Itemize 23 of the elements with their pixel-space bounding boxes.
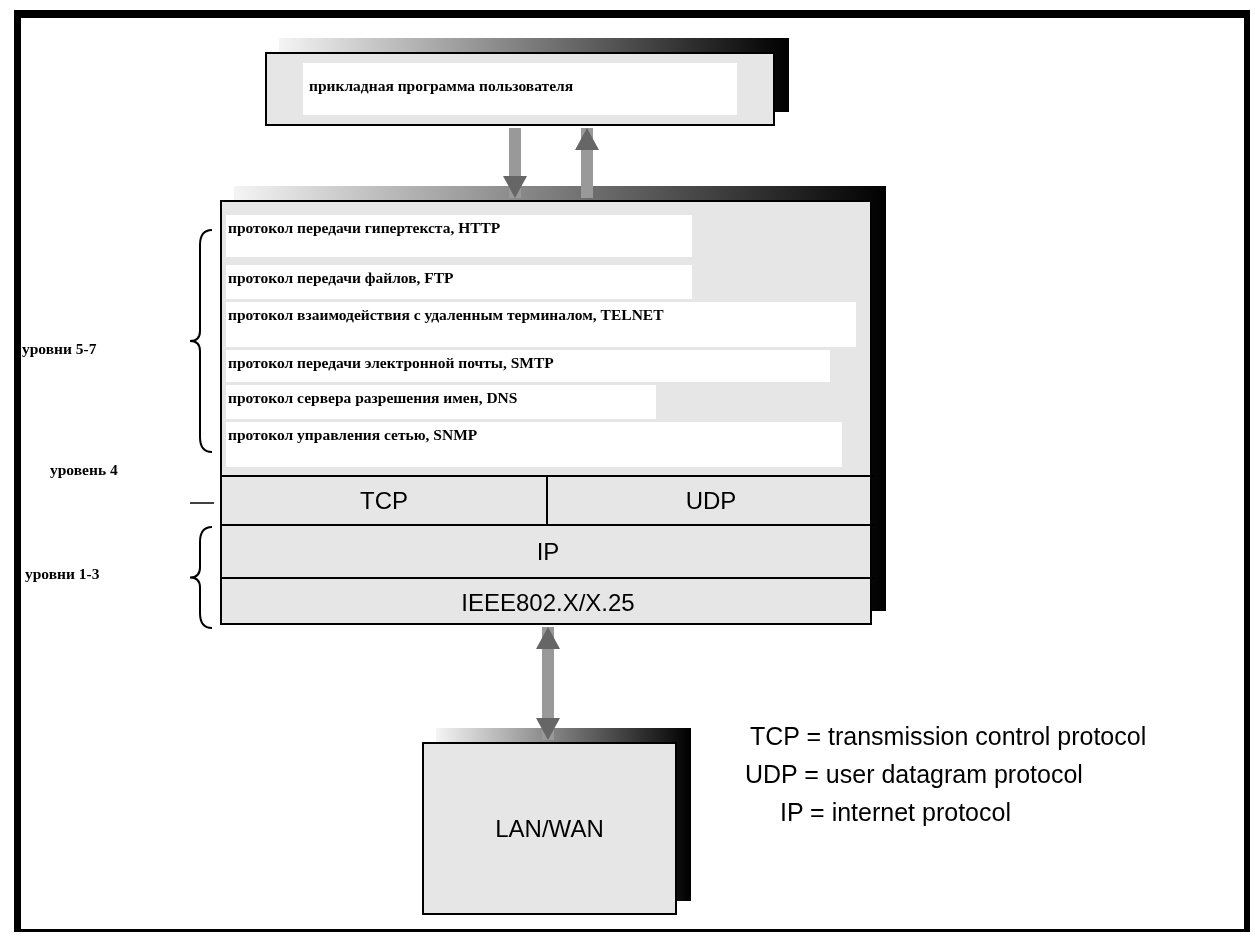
protocol-stack-box bbox=[220, 200, 872, 625]
protocol-label: протокол взаимодействия с удаленным терминалом, TELNET bbox=[226, 302, 856, 347]
level-label: уровни 1-3 bbox=[25, 565, 100, 583]
application-label: прикладная программа пользователя bbox=[303, 63, 737, 115]
abbreviation-note: TCP = transmission control protocol bbox=[750, 722, 1147, 751]
layer-cell: TCP bbox=[222, 475, 548, 524]
layer-cell: IEEE802.X/X.25 bbox=[222, 577, 874, 627]
application-box bbox=[265, 52, 775, 126]
arrow bbox=[536, 627, 560, 740]
protocol-label: протокол передачи электронной почты, SMTP bbox=[226, 350, 830, 382]
abbreviation-note: IP = internet protocol bbox=[780, 798, 1011, 827]
protocol-label: протокол передачи гипертекста, HTTP bbox=[226, 215, 692, 257]
network-box: LAN/WAN bbox=[422, 742, 677, 915]
level-label: уровень 4 bbox=[50, 461, 118, 479]
protocol-label: протокол сервера разрешения имен, DNS bbox=[226, 385, 656, 419]
arrow bbox=[575, 128, 599, 198]
layer-cell: IP bbox=[222, 524, 874, 577]
abbreviation-note: UDP = user datagram protocol bbox=[745, 760, 1083, 789]
protocol-label: протокол передачи файлов, FTP bbox=[226, 265, 692, 299]
level-label: уровни 5-7 bbox=[22, 340, 97, 358]
arrow bbox=[503, 128, 527, 198]
protocol-label: протокол управления сетью, SNMP bbox=[226, 422, 842, 467]
layer-cell: UDP bbox=[548, 475, 874, 524]
